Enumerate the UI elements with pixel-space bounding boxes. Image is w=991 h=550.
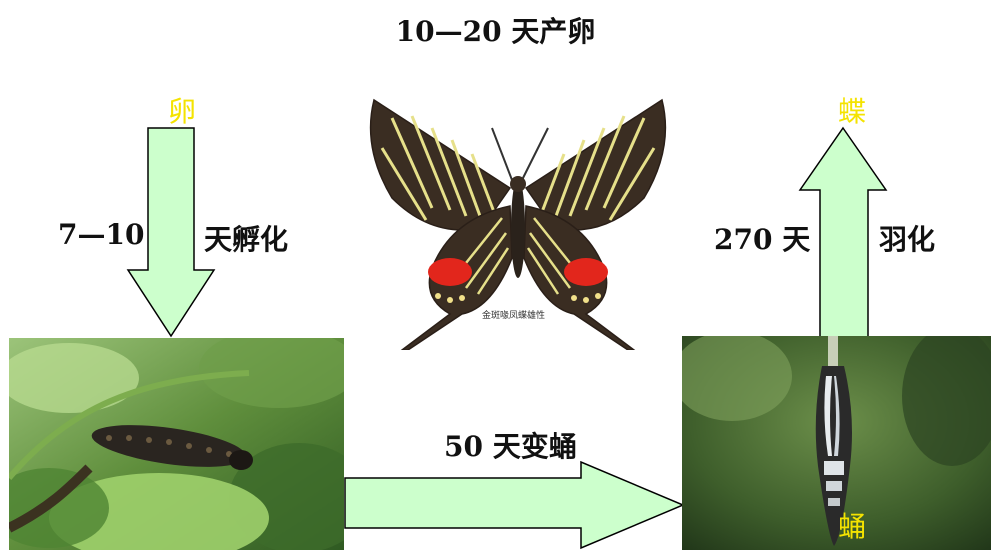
adult-duration-label: 270 天 bbox=[714, 218, 810, 258]
pupate-duration-label: 50 天变蛹 bbox=[444, 425, 577, 465]
cycle-title: 10—20 天产卵 bbox=[0, 10, 991, 50]
down-arrow bbox=[128, 128, 216, 338]
egg-stage-label: 卵 bbox=[168, 90, 196, 130]
hatch-word-label: 天孵化 bbox=[204, 218, 288, 258]
caterpillar-photo bbox=[9, 338, 344, 550]
pupa-stage-label: 蛹 bbox=[838, 505, 866, 545]
pupa-photo bbox=[682, 336, 991, 550]
butterfly-caption: 金斑喙凤蝶雄性 bbox=[482, 309, 545, 321]
up-arrow bbox=[800, 128, 888, 340]
butterfly-stage-label: 蝶 bbox=[838, 90, 866, 130]
butterfly-illustration: 金斑喙凤蝶雄性 bbox=[362, 88, 674, 350]
right-arrow bbox=[345, 462, 685, 548]
